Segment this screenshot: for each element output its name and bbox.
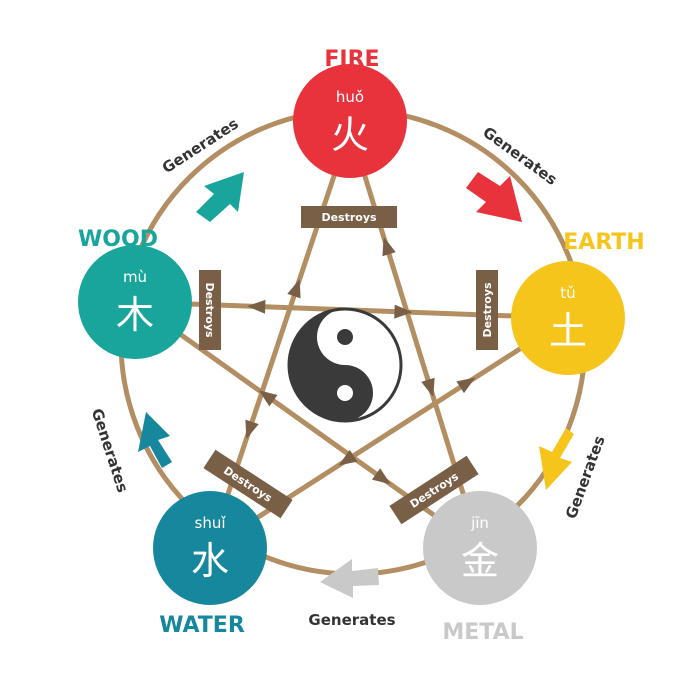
star-arrowheads [245,237,476,485]
star-arrowhead-earth-water-0 [456,377,476,394]
star-arrowhead-fire-metal-1 [421,377,435,397]
destroys-label-left: Destroys [199,270,221,350]
metal-label: METAL [442,620,523,645]
star-arrowhead-water-fire-0 [245,419,259,439]
earth-pinyin: tǔ [560,284,575,302]
arrow-earth-metal-icon [539,428,574,490]
star-arrowhead-wood-earth-0 [247,299,266,314]
element-metal: jīn 金 [423,491,537,605]
fire-pinyin: huǒ [336,88,364,106]
star-arrowhead-fire-metal-0 [382,237,396,257]
arrow-fire-earth-icon [466,172,522,222]
water-hanzi: 水 [191,539,229,583]
fire-label: FIRE [324,47,379,72]
generates-arrow-wood-fire [196,172,244,222]
star-arrowhead-metal-wood-0 [372,468,391,485]
generates-arrow-water-wood [138,412,172,468]
destroys-label-left-text: Destroys [203,282,216,338]
wood-label: WOOD [78,227,158,252]
yin-yang-icon [287,307,403,423]
element-water: shuǐ 水 [153,491,267,605]
destroys-label-right-text: Destroys [481,282,494,338]
destroys-label-right: Destroys [476,270,498,350]
star-arrowhead-water-fire-1 [287,279,301,299]
arrow-metal-water-icon [320,559,379,598]
star-arrowhead-metal-wood-1 [258,390,278,407]
generates-arrow-earth-metal [539,428,574,490]
arrow-wood-fire-icon [196,172,244,222]
water-pinyin: shuǐ [195,514,227,532]
earth-label: EARTH [563,230,644,255]
earth-hanzi: 土 [549,309,587,353]
star-arrowhead-earth-water-1 [338,449,358,466]
metal-pinyin: jīn [470,514,489,532]
generates-arrow-fire-earth [466,172,522,222]
metal-hanzi: 金 [461,539,499,583]
generates-label-earth-metal: Generates [562,433,609,521]
generates-label-water-wood: Generates [88,406,132,494]
fire-hanzi: 火 [331,113,369,157]
generates-arrow-metal-water [320,559,379,598]
element-wood: mù 木 [78,245,192,359]
wood-hanzi: 木 [116,293,154,337]
destroys-label-top: Destroys [301,206,397,228]
destroys-label-top-text: Destroys [321,211,377,224]
star-arrowhead-wood-earth-1 [394,304,413,319]
generates-label-metal-water: Generates [308,611,395,629]
element-earth: tǔ 土 [511,261,625,375]
arrow-water-wood-icon [138,412,172,468]
wood-pinyin: mù [123,268,147,286]
water-label: WATER [159,613,245,638]
element-fire: huǒ 火 [293,64,407,178]
